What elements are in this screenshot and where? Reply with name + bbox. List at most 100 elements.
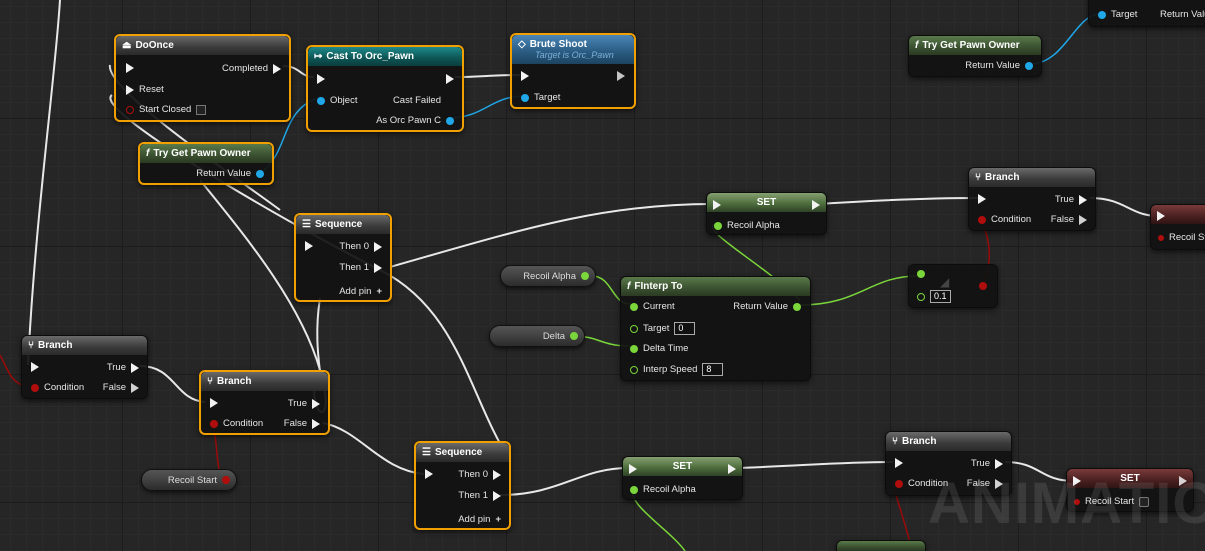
cast-to-orc-pawn-node[interactable]: ↦Cast To Orc_Pawn Object Cast Failed As …	[306, 45, 464, 132]
sequence-then1[interactable]: Then 1	[339, 262, 382, 273]
branch-condition[interactable]: Condition	[31, 382, 84, 393]
exec-pin-icon[interactable]	[312, 418, 320, 429]
float-pin-icon[interactable]	[714, 221, 722, 230]
set-recoil-alpha-node-bottom[interactable]: SET Recoil Alpha	[622, 456, 743, 500]
branch-false[interactable]: False	[967, 478, 1003, 489]
exec-pin-icon[interactable]	[126, 63, 134, 73]
exec-pin-icon[interactable]	[713, 200, 721, 210]
delta-getter[interactable]: Delta	[489, 325, 585, 347]
branch-true[interactable]: True	[107, 362, 139, 373]
branch-node-bottom-right[interactable]: ⑂Branch True Condition False	[885, 431, 1012, 496]
set-recoil-start-pin[interactable]: Recoil St	[1158, 232, 1205, 243]
set-exec-in[interactable]	[713, 200, 721, 210]
branch-exec-in[interactable]	[978, 194, 986, 204]
bool-pin-icon[interactable]	[1074, 498, 1080, 505]
finterp-current[interactable]: Current	[630, 301, 675, 312]
finterp-return[interactable]: Return Value	[733, 301, 801, 312]
exec-pin-icon[interactable]	[305, 241, 313, 251]
bool-pin-icon[interactable]	[210, 419, 218, 428]
sequence-then1[interactable]: Then 1	[458, 490, 501, 501]
try-get-pawn-return[interactable]: Return Value	[196, 168, 264, 179]
branch-condition[interactable]: Condition	[210, 418, 263, 429]
brute-shoot-exec-in[interactable]	[521, 71, 529, 81]
set-exec-out[interactable]	[728, 464, 736, 474]
do-once-exec-in[interactable]	[126, 63, 134, 73]
exec-pin-icon[interactable]	[374, 241, 382, 252]
float-pin-icon[interactable]	[630, 485, 638, 494]
cast-as-orc-pin[interactable]: As Orc Pawn C	[376, 115, 454, 126]
exec-pin-icon[interactable]	[126, 84, 134, 95]
exec-pin-icon[interactable]	[1079, 214, 1087, 225]
float-pin-icon[interactable]	[917, 270, 925, 278]
exec-pin-icon[interactable]	[131, 382, 139, 393]
float-pin-icon[interactable]	[570, 332, 578, 340]
compare-a-pin[interactable]	[917, 270, 925, 278]
set-recoil-alpha-node[interactable]: SET Recoil Alpha	[706, 192, 827, 235]
sequence-node-bottom[interactable]: ☰Sequence Then 0 Then 1 Add pin+	[414, 441, 511, 530]
exec-pin-icon[interactable]	[521, 71, 529, 81]
branch-exec-in[interactable]	[895, 458, 903, 468]
exec-pin-icon[interactable]	[1157, 211, 1165, 221]
set-exec-in[interactable]	[629, 464, 637, 474]
exec-pin-icon[interactable]	[629, 464, 637, 474]
exec-pin-icon[interactable]	[210, 398, 218, 408]
float-pin-icon[interactable]	[630, 344, 638, 353]
set-recoil-alpha-pin[interactable]: Recoil Alpha	[630, 484, 696, 495]
exec-pin-icon[interactable]	[31, 362, 39, 372]
branch-exec-in[interactable]	[31, 362, 39, 372]
try-get-pawn-return[interactable]: Return Value	[965, 60, 1033, 71]
float-pin-icon[interactable]	[630, 324, 638, 333]
branch-false[interactable]: False	[284, 418, 320, 429]
bool-pin-icon[interactable]	[222, 476, 230, 484]
compare-float-node[interactable]: 0.1 ◢	[908, 264, 998, 308]
add-icon[interactable]: +	[376, 286, 382, 297]
partial-function-node[interactable]: Target Return Valu	[1088, 0, 1205, 27]
add-icon[interactable]: +	[495, 514, 501, 525]
float-pin-icon[interactable]	[917, 292, 925, 301]
exec-pin-icon[interactable]	[131, 362, 139, 373]
do-once-start-closed[interactable]: Start Closed	[126, 104, 207, 115]
cast-exec-in[interactable]	[317, 74, 325, 84]
branch-node[interactable]: ⑂Branch True Condition False	[968, 167, 1096, 231]
branch-node-left[interactable]: ⑂Branch True Condition False	[21, 335, 148, 399]
do-once-completed[interactable]: Completed	[222, 63, 281, 74]
bool-pin-icon[interactable]	[978, 215, 986, 224]
bool-pin-icon[interactable]	[979, 282, 987, 290]
object-pin-icon[interactable]	[256, 169, 264, 178]
set-recoil-start-partial-node[interactable]: Recoil St	[1150, 204, 1205, 250]
sequence-node[interactable]: ☰Sequence Then 0 Then 1 Add pin+	[294, 213, 392, 302]
exec-pin-icon[interactable]	[374, 262, 382, 273]
branch-false[interactable]: False	[103, 382, 139, 393]
brute-shoot-target-pin[interactable]: Target	[521, 92, 560, 103]
object-pin-icon[interactable]	[317, 96, 325, 105]
exec-pin-icon[interactable]	[812, 200, 820, 210]
do-once-reset[interactable]: Reset	[126, 84, 164, 95]
interp-speed-input[interactable]: 8	[702, 363, 724, 376]
set-recoil-alpha-pin[interactable]: Recoil Alpha	[714, 220, 780, 231]
exec-pin-icon[interactable]	[895, 458, 903, 468]
exec-pin-icon[interactable]	[978, 194, 986, 204]
sequence-then0[interactable]: Then 0	[339, 241, 382, 252]
branch-exec-in[interactable]	[210, 398, 218, 408]
exec-pin-icon[interactable]	[317, 74, 325, 84]
branch-condition[interactable]: Condition	[895, 478, 948, 489]
set-exec-out[interactable]	[1179, 476, 1187, 486]
cast-object-pin[interactable]: Object	[317, 95, 357, 106]
float-pin-icon[interactable]	[630, 365, 638, 374]
exec-pin-icon[interactable]	[425, 469, 433, 479]
branch-true[interactable]: True	[1055, 194, 1087, 205]
object-pin-icon[interactable]	[1025, 61, 1033, 70]
bool-pin-icon[interactable]	[895, 479, 903, 488]
set-recoil-start-pin[interactable]: Recoil Start	[1074, 496, 1150, 507]
partial-bottom-node[interactable]	[836, 540, 926, 551]
exec-pin-icon[interactable]	[493, 490, 501, 501]
object-pin-icon[interactable]	[446, 116, 454, 125]
sequence-then0[interactable]: Then 0	[458, 469, 501, 480]
set-recoil-start-node[interactable]: SET Recoil Start	[1066, 468, 1194, 512]
exec-pin-icon[interactable]	[1073, 476, 1081, 486]
